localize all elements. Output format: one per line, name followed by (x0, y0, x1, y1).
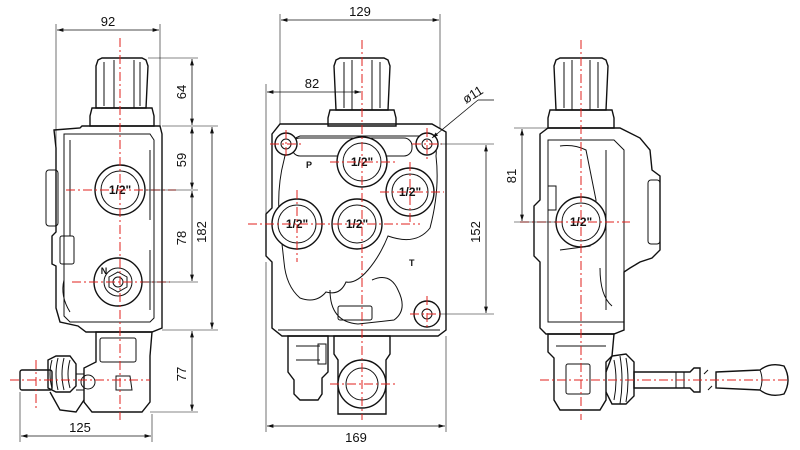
dim-left-body-height: 182 (194, 221, 209, 243)
neutral-label: N (101, 266, 108, 276)
front-dimensions: 129 82 ø11 152 169 (265, 4, 494, 445)
dim-mount-hole-diameter: ø11 (460, 82, 486, 106)
right-side-view: 1/2" 81 (504, 40, 790, 420)
dim-front-total-width: 169 (345, 430, 367, 445)
dim-left-width: 92 (101, 14, 115, 29)
dim-left-top-to-port: 59 (174, 153, 189, 167)
left-centerlines (10, 38, 176, 420)
dim-front-width: 129 (349, 4, 371, 19)
tank-port-label: T (409, 258, 415, 268)
left-body (45, 125, 163, 333)
front-centerlines (248, 40, 444, 420)
dim-right-port-height: 81 (504, 169, 519, 183)
right-dimensions: 81 (504, 127, 556, 223)
pressure-port-label: P (306, 160, 312, 170)
right-body (533, 127, 661, 335)
dim-front-center-offset: 82 (305, 76, 319, 91)
left-lever-mechanism (19, 331, 153, 413)
left-side-view: 1/2" N (10, 14, 218, 442)
right-lever-mechanism (547, 333, 789, 411)
dim-left-knob-height: 64 (174, 85, 189, 99)
front-view: 1/2" 1/2" 1/2" 1/2" P T (248, 4, 494, 445)
left-dimensions: 92 64 59 78 182 77 125 (19, 14, 218, 442)
dim-mount-hole-spacing: 152 (468, 221, 483, 243)
dim-left-total-width: 125 (69, 420, 91, 435)
left-knob (89, 57, 155, 127)
dim-left-port-spacing: 78 (174, 231, 189, 245)
front-bottom-hardware (287, 335, 391, 415)
front-knob (327, 57, 397, 127)
dim-left-bottom-height: 77 (174, 367, 189, 381)
